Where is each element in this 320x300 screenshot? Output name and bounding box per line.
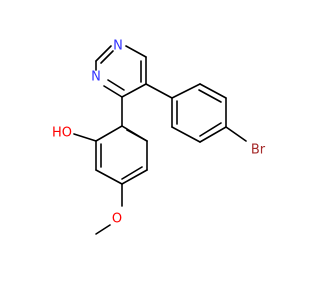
molecule-structure: N N HO O Br bbox=[52, 39, 266, 235]
bromophenyl-ring bbox=[145, 83, 247, 143]
methoxy-oxygen-label: O bbox=[112, 212, 122, 227]
bromine-label: Br bbox=[251, 143, 266, 158]
pyrimidine-ring bbox=[95, 45, 147, 98]
nitrogen-label-left: N bbox=[91, 70, 101, 85]
nitrogen-label-top: N bbox=[113, 39, 123, 54]
methoxyphenol-ring bbox=[73, 96, 148, 235]
hydroxyl-label: HO bbox=[52, 126, 72, 141]
